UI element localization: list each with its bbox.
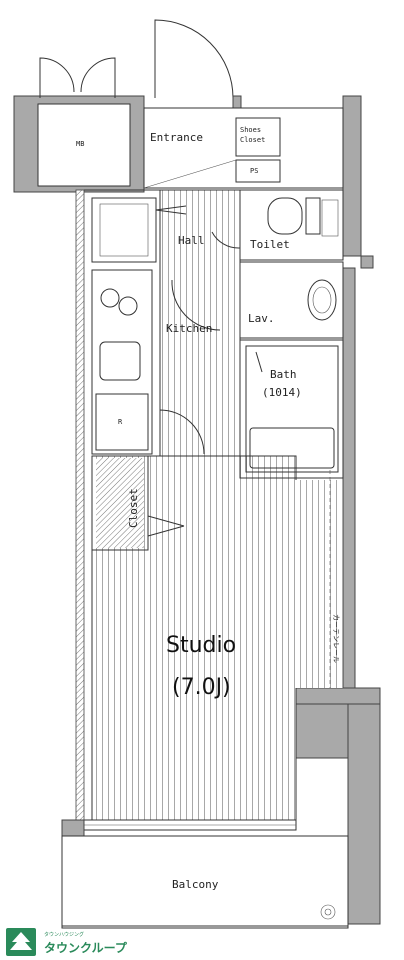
label-balcony: Balcony: [172, 878, 219, 891]
balcony: [61, 835, 349, 929]
label-entrance: Entrance: [150, 131, 203, 144]
company-logo: タウンハウジング タウンクループ: [6, 928, 128, 956]
label-bath-size: (1014): [262, 386, 302, 399]
studio-right-floor: [240, 480, 343, 688]
mb-room: [13, 95, 145, 193]
kitchen-counter: [91, 269, 205, 455]
toilet-room: [211, 189, 344, 261]
svg-text:タウンクループ: タウンクループ: [44, 940, 128, 955]
label-kitchen: Kitchen: [166, 322, 212, 335]
label-studio-size: (7.0J): [172, 675, 231, 700]
label-closet-small: Closet: [240, 136, 265, 144]
label-hall: Hall: [178, 234, 205, 247]
label-ps: PS: [250, 167, 258, 175]
label-r: R: [118, 418, 123, 426]
storage-unit: [91, 197, 187, 263]
label-shoes: Shoes: [240, 126, 261, 134]
bath: [239, 339, 344, 479]
label-toilet: Toilet: [250, 238, 290, 251]
label-curtain-rail: カーテンレール: [332, 614, 340, 663]
lavatory: [171, 261, 344, 339]
label-studio: Studio: [166, 633, 236, 658]
balcony-window: [61, 819, 297, 837]
label-mb: MB: [76, 140, 84, 148]
entrance-door: [39, 19, 242, 109]
closet: [91, 455, 185, 551]
label-lav: Lav.: [248, 312, 275, 325]
outer-wall-right: [295, 95, 381, 925]
entrance-area: [143, 107, 344, 189]
label-closet: Closet: [127, 488, 140, 528]
svg-text:タウンハウジング: タウンハウジング: [44, 931, 84, 938]
label-bath: Bath: [270, 368, 297, 381]
